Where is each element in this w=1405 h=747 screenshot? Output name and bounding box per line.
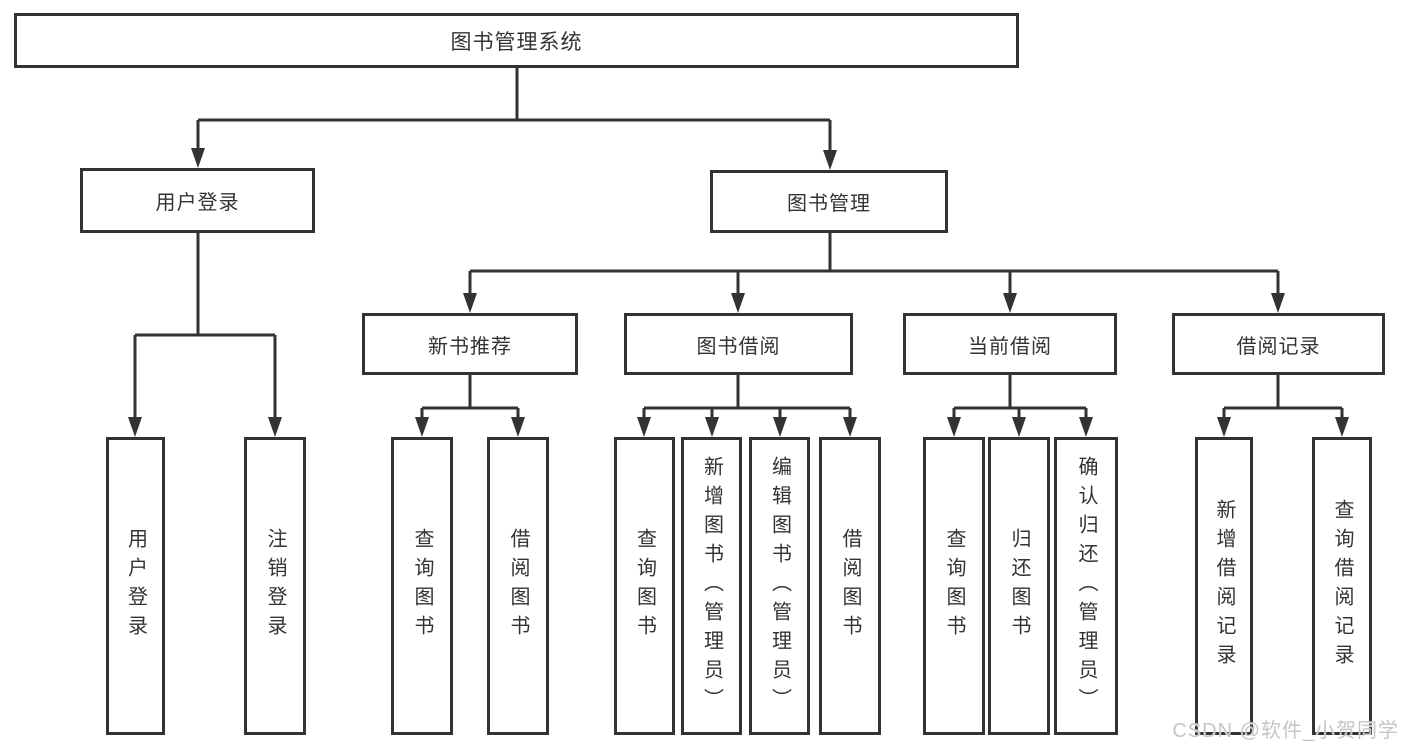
node-leaf-logout: 注销登录 <box>244 437 306 735</box>
node-book-borrowing: 图书借阅 <box>624 313 853 375</box>
node-leaf-return-book: 归还图书 <box>988 437 1050 735</box>
node-current-borrowing: 当前借阅 <box>903 313 1117 375</box>
node-leaf-user-login: 用户登录 <box>106 437 165 735</box>
node-leaf-query-books-borrowing: 查询图书 <box>614 437 675 735</box>
node-label: 借阅记录 <box>1236 335 1321 358</box>
node-label: 注销登录 <box>264 528 286 644</box>
node-label: 查询图书 <box>633 528 656 644</box>
node-leaf-borrow-books-recommend: 借阅图书 <box>487 437 549 735</box>
node-leaf-add-borrow-record: 新增借阅记录 <box>1195 437 1253 735</box>
node-user-login-branch: 用户登录 <box>80 168 315 233</box>
node-label: 新书推荐 <box>428 335 512 358</box>
node-library-system: 图书管理系统 <box>14 13 1019 68</box>
node-book-management-branch: 图书管理 <box>710 170 948 233</box>
node-label: 图书管理系统 <box>450 30 583 54</box>
node-label: 当前借阅 <box>968 335 1052 358</box>
node-borrowing-records: 借阅记录 <box>1172 313 1385 375</box>
node-label: 用户登录 <box>155 192 240 214</box>
node-label: 查询图书 <box>411 528 433 644</box>
node-label: 新增图书（管理员） <box>700 455 723 717</box>
node-label: 图书借阅 <box>696 335 781 358</box>
node-label: 新增借阅记录 <box>1213 499 1235 673</box>
node-label: 编辑图书（管理员） <box>768 455 791 717</box>
node-label: 图书管理 <box>787 193 871 215</box>
csdn-watermark: CSDN @软件_小贺同学 <box>1172 720 1399 742</box>
node-label: 查询图书 <box>943 528 965 644</box>
node-label: 借阅图书 <box>839 528 861 644</box>
node-leaf-query-books-recommend: 查询图书 <box>391 437 453 735</box>
node-new-book-recommend: 新书推荐 <box>362 313 578 375</box>
node-label: 归还图书 <box>1008 528 1030 644</box>
node-leaf-confirm-return-admin: 确认归还（管理员） <box>1054 437 1118 735</box>
node-label: 确认归还（管理员） <box>1075 455 1097 717</box>
node-leaf-query-borrow-record: 查询借阅记录 <box>1312 437 1372 735</box>
node-label: 用户登录 <box>124 528 147 644</box>
node-leaf-edit-book-admin: 编辑图书（管理员） <box>749 437 810 735</box>
node-leaf-query-books-current: 查询图书 <box>923 437 985 735</box>
node-label: 借阅图书 <box>507 528 529 644</box>
node-leaf-add-book-admin: 新增图书（管理员） <box>681 437 742 735</box>
node-leaf-borrow-books-borrowing: 借阅图书 <box>819 437 881 735</box>
node-label: 查询借阅记录 <box>1331 499 1353 673</box>
